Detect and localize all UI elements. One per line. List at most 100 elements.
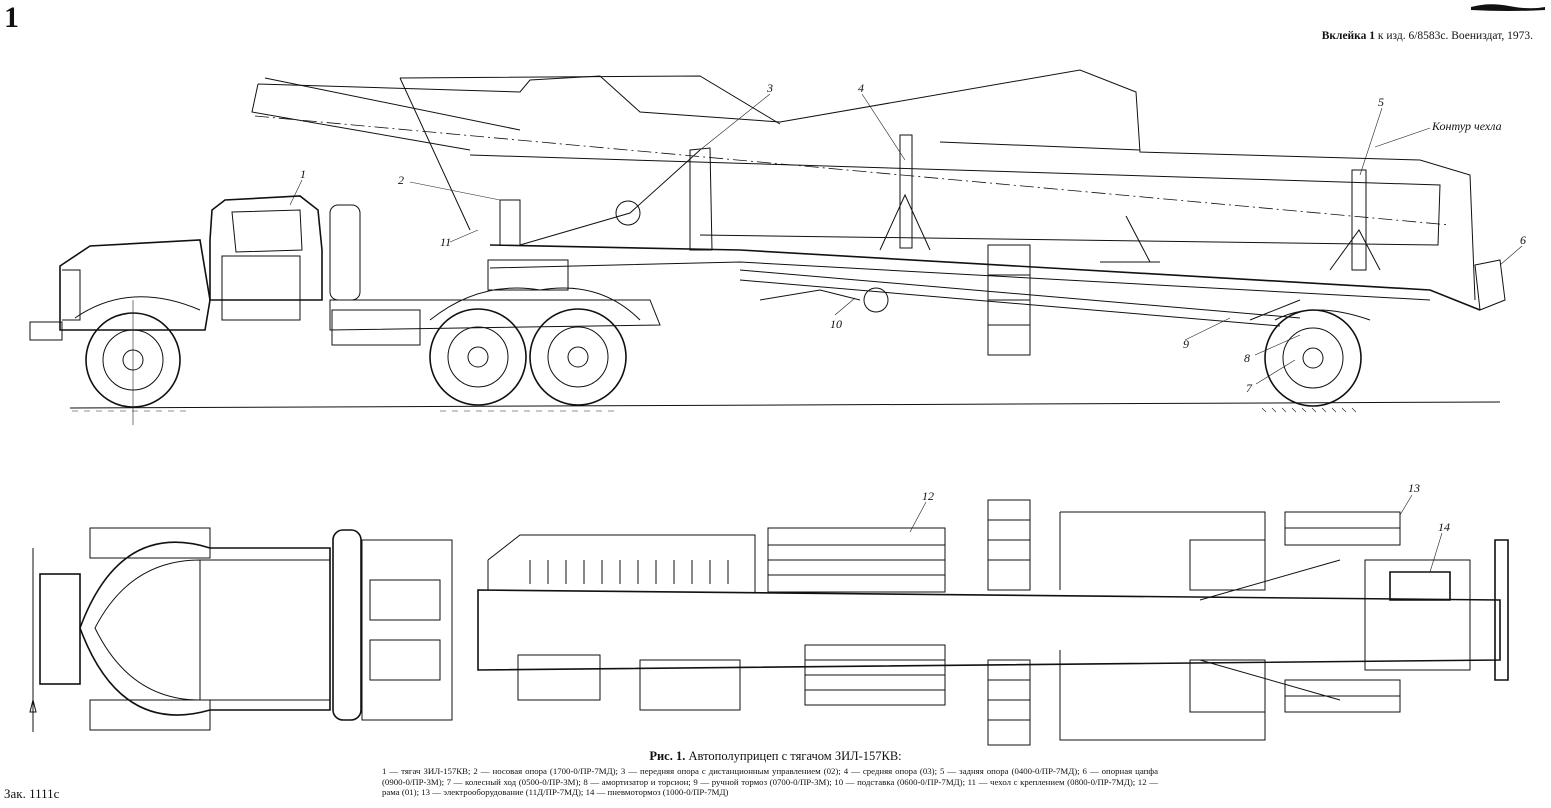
callout-12: 12 — [922, 489, 934, 503]
front-support-brace — [519, 149, 701, 246]
tractor-bumper — [29, 321, 63, 341]
tractor-plan-bumper — [39, 573, 81, 685]
tractor-plan-front-fender-right — [89, 699, 211, 731]
trailer-mid-beam — [489, 261, 1431, 301]
trailer-fender — [1274, 309, 1371, 321]
tractor-frame — [329, 299, 661, 331]
rear-support-legs — [1329, 229, 1381, 271]
trailer-plan-front-slats — [529, 560, 729, 584]
publication-source: к изд. 6/8583с. Воениздат, 1973. — [1375, 30, 1533, 42]
trailer-plan-panel-upper-slats — [768, 544, 945, 576]
order-number: Зак. 1111с — [4, 786, 60, 801]
ground-line — [69, 401, 1501, 409]
callout-4: 4 — [858, 81, 864, 95]
trailer-plan-front-box — [487, 534, 756, 592]
callout-2: 2 — [398, 173, 404, 187]
top-view: 12 13 14 — [29, 481, 1509, 746]
trailer-plan-axle-frame — [1364, 559, 1471, 671]
callout-13-leader — [1399, 494, 1413, 516]
trailer-plan-wheel-guards — [1284, 511, 1401, 713]
trailer-plan-braces — [1199, 559, 1341, 701]
tractor-plan-cab — [200, 559, 331, 701]
callout-8: 8 — [1244, 351, 1250, 365]
nose-support — [499, 199, 521, 245]
tractor-plan-front-fender-left — [89, 527, 211, 559]
trailer-plan-pneumo-tank — [1389, 571, 1451, 601]
missile-axis — [254, 115, 1451, 226]
fifth-wheel — [487, 259, 569, 291]
spare-wheel — [329, 204, 361, 301]
callout-1: 1 — [300, 167, 306, 181]
ground-hatching — [72, 407, 1357, 413]
callout-5: 5 — [1378, 95, 1384, 109]
callout-leaders — [289, 93, 1523, 385]
tractor-hood — [59, 239, 211, 331]
stand-wheel — [863, 287, 889, 313]
trailer-plan-panel-upper — [767, 527, 946, 593]
trailer-plan-ladder-upper — [987, 499, 1031, 591]
callout-11: 11 — [440, 235, 451, 249]
cover-nose — [251, 77, 521, 151]
figure-label: Рис. 1. — [649, 749, 686, 763]
trailer-plan-rear-lower — [1059, 650, 1266, 741]
fuel-tank — [331, 309, 421, 346]
middle-support-legs — [879, 193, 931, 251]
stand-linkage — [759, 289, 861, 301]
middle-support — [899, 134, 913, 249]
trailer-plan-panel-lower — [804, 644, 946, 706]
trailer-plan-ladder-lower — [987, 659, 1031, 746]
shock-absorber — [1249, 299, 1301, 321]
trailer-plan-lower-boxes — [517, 654, 741, 711]
callout-14: 14 — [1438, 520, 1450, 534]
cover-contour — [257, 69, 1476, 301]
callout-10: 10 — [830, 317, 842, 331]
tractor-cab-window — [231, 209, 303, 253]
tractor-plan-engine — [94, 559, 201, 701]
semitrailer — [489, 134, 1506, 407]
trailer-plan-frame — [477, 589, 1501, 671]
publication-note: Вклейка 1 к изд. 6/8583с. Воениздат, 197… — [1322, 30, 1533, 42]
trailer-plan-rear-upper — [1059, 511, 1266, 590]
side-view: 1 2 3 4 5 6 7 8 9 10 11 Контур чехла — [29, 69, 1526, 425]
callout-13: 13 — [1408, 481, 1420, 495]
front-support-reel — [615, 200, 641, 226]
tractor-cab — [209, 195, 323, 301]
trailer-plan-panel-lower-slats — [805, 659, 945, 691]
callout-6: 6 — [1520, 233, 1526, 247]
trailer-wheel — [1264, 309, 1362, 407]
step-ladder — [987, 244, 1031, 356]
callout-3: 3 — [766, 81, 773, 95]
rear-fender — [429, 287, 641, 321]
figure-title: Автополуприцеп с тягачом ЗИЛ-157КВ: — [685, 749, 902, 763]
tractor-grille — [62, 269, 81, 321]
trailer-plan-rear-boxes — [1189, 539, 1266, 713]
missile-body — [469, 154, 1441, 246]
front-support — [689, 147, 713, 251]
cover-fin-under — [1100, 215, 1160, 263]
direction-arrow — [29, 699, 37, 713]
cover-top-line — [939, 141, 1141, 151]
cover-fin-front — [399, 75, 781, 125]
plate-number: 1 — [4, 1, 19, 34]
support-trunnion — [1474, 259, 1506, 311]
trailer-upper-beam — [489, 244, 1481, 311]
cover-contour-label: Контур чехла — [1431, 119, 1502, 133]
insert-label: Вклейка 1 — [1321, 30, 1376, 42]
callout-7: 7 — [1246, 381, 1253, 395]
trailer-plan-wheel-guard-lines — [1285, 527, 1400, 697]
figure-caption: Рис. 1. Автополуприцеп с тягачом ЗИЛ-157… — [0, 749, 1551, 764]
cover-label-leader — [1374, 127, 1431, 148]
callout-12-leader — [909, 501, 927, 533]
tractor-plan-spare-wheel — [332, 529, 362, 721]
tractor-rear-wheel-1 — [429, 308, 527, 406]
cover-front-edge — [399, 77, 471, 231]
figure-legend: 1 — тягач ЗИЛ-157КВ; 2 — носовая опора (… — [382, 766, 1158, 798]
callout-9: 9 — [1183, 337, 1189, 351]
tractor-rear-wheel-2 — [529, 308, 627, 406]
tractor — [29, 195, 661, 425]
tractor-plan-rear-body — [361, 539, 453, 721]
rear-support — [1351, 169, 1367, 271]
trailer-lower-beam — [739, 269, 1301, 327]
tractor-door — [221, 255, 301, 321]
